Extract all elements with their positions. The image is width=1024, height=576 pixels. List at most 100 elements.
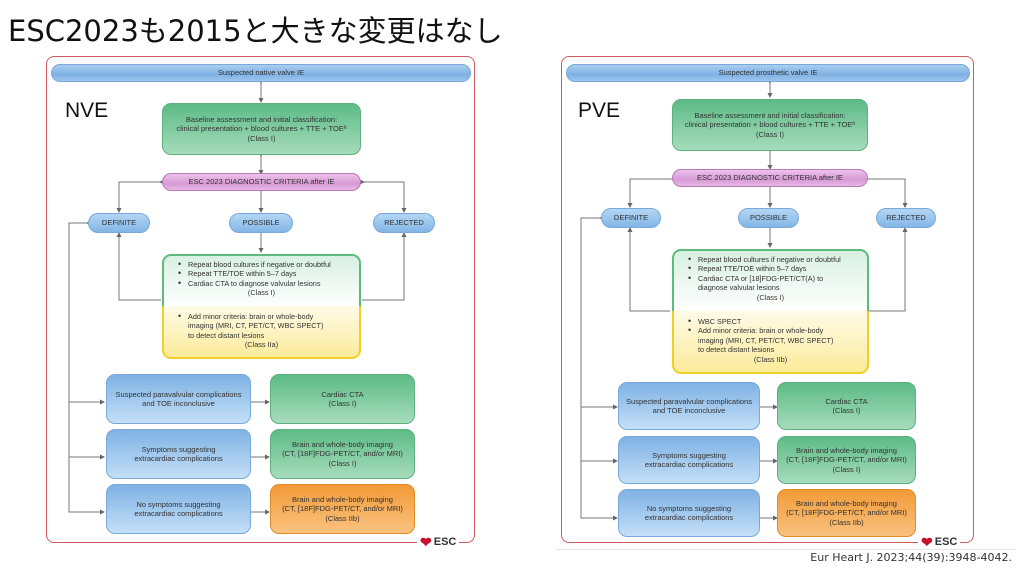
node-text: DEFINITE: [613, 213, 649, 223]
nve-flowchart-panel: NVE Suspected native valve IE Baseline a…: [46, 56, 475, 549]
node-text: Cardiac CTA: [321, 389, 364, 399]
class-label: (Class IIa): [244, 340, 279, 350]
node-text: Suspected prosthetic valve IE: [718, 68, 818, 78]
pve-connector-lines: [580, 79, 908, 521]
imaging-class-i-node: Brain and whole-body imaging (CT, [18F]F…: [270, 429, 415, 479]
bullet-item: Cardiac CTA or [18]FDG-PET/CT(A) to: [688, 273, 867, 285]
possible-workup-node: Repeat blood cultures if negative or dou…: [672, 249, 869, 374]
no-extracardiac-symptoms-node: No symptoms suggesting extracardiac comp…: [618, 489, 760, 537]
class-label: (Class I): [832, 406, 861, 415]
heart-icon: ❤: [420, 534, 432, 550]
node-text: extracardiac complications: [134, 454, 223, 463]
bullet-item: WBC SPECT: [688, 316, 867, 328]
repeat-tests-section: Repeat blood cultures if negative or dou…: [672, 249, 869, 311]
bullet-continuation: to detect distant lesions: [188, 330, 265, 340]
node-text: extracardiac complications: [644, 460, 734, 469]
definite-node: DEFINITE: [601, 208, 661, 228]
node-text: POSSIBLE: [749, 213, 788, 223]
node-text: Brain and whole-body imaging: [796, 445, 897, 455]
heart-icon: ❤: [921, 534, 933, 550]
possible-workup-node: Repeat blood cultures if negative or dou…: [162, 254, 361, 359]
citation: Eur Heart J. 2023;44(39):3948-4042.: [810, 551, 1012, 564]
citation-divider: [556, 549, 1016, 550]
node-text: Suspected paravalvular complications: [115, 389, 242, 399]
esc-logo: ❤ ESC: [918, 534, 961, 550]
class-label: (Class I): [832, 464, 861, 474]
node-text: extracardiac complications: [644, 513, 734, 522]
class-label: (Class IIb): [829, 517, 864, 527]
suspected-prosthetic-valve-ie-node: Suspected prosthetic valve IE: [566, 64, 970, 82]
imaging-class-i-node: Brain and whole-body imaging (CT, [18F]F…: [777, 436, 916, 484]
node-text: Suspected paravalvular complications: [626, 396, 752, 406]
no-extracardiac-symptoms-node: No symptoms suggesting extracardiac comp…: [106, 484, 251, 534]
extracardiac-symptoms-node: Symptoms suggesting extracardiac complic…: [618, 436, 760, 484]
node-text: No symptoms suggesting: [136, 499, 221, 509]
node-text: Symptoms suggesting: [141, 444, 216, 454]
class-label: (Class IIb): [325, 513, 360, 523]
rejected-node: REJECTED: [373, 213, 435, 233]
paravalvular-complications-node: Suspected paravalvular complications and…: [618, 382, 760, 430]
baseline-assessment-node: Baseline assessment and initial classifi…: [162, 103, 361, 155]
bullet-continuation: to detect distant lesions: [698, 345, 775, 355]
repeat-tests-section: Repeat blood cultures if negative or dou…: [162, 254, 361, 306]
esc-logo: ❤ ESC: [417, 534, 460, 550]
node-text: and TOE inconclusive: [652, 406, 726, 415]
bullet-continuation: diagnose valvular lesions: [698, 283, 780, 293]
bullet-item: Cardiac CTA to diagnose valvular lesions: [178, 278, 359, 290]
imaging-class-iib-node: Brain and whole-body imaging (CT, [18F]F…: [777, 489, 916, 537]
node-text: Brain and whole-body imaging: [292, 439, 393, 449]
esc-logo-text: ESC: [934, 536, 958, 548]
node-text: (CT, [18F]FDG-PET/CT, and/or MRI): [282, 449, 403, 459]
imaging-class-iib-node: Brain and whole-body imaging (CT, [18F]F…: [270, 484, 415, 534]
node-text: Cardiac CTA: [825, 396, 868, 406]
bullet-item: Add minor criteria: brain or whole-body: [178, 311, 359, 323]
minor-criteria-section: Add minor criteria: brain or whole-body …: [162, 306, 361, 359]
node-text: Brain and whole-body imaging: [292, 494, 393, 504]
node-text: DEFINITE: [101, 218, 137, 228]
bullet-item: Add minor criteria: brain or whole-body: [688, 325, 867, 337]
slide-title: ESC2023も2015と大きな変更はなし: [8, 14, 503, 48]
class-label: (Class I): [328, 458, 357, 468]
node-text: No symptoms suggesting: [646, 503, 732, 513]
node-text: Symptoms suggesting: [652, 450, 726, 460]
class-label: (Class I): [247, 288, 276, 298]
cardiac-cta-node: Cardiac CTA (Class I): [777, 382, 916, 430]
node-text: Suspected native valve IE: [217, 68, 305, 78]
extracardiac-symptoms-node: Symptoms suggesting extracardiac complic…: [106, 429, 251, 479]
possible-node: POSSIBLE: [229, 213, 293, 233]
esc-logo-text: ESC: [433, 536, 457, 548]
baseline-assessment-node: Baseline assessment and initial classifi…: [672, 99, 868, 151]
bullet-continuation: imaging (MRI, CT, PET/CT, WBC SPECT): [188, 321, 324, 331]
node-text: ESC 2023 DIAGNOSTIC CRITERIA after IE: [697, 173, 843, 183]
diagnostic-criteria-node: ESC 2023 DIAGNOSTIC CRITERIA after IE: [162, 173, 361, 191]
definite-node: DEFINITE: [88, 213, 150, 233]
class-label: (Class I): [247, 133, 276, 143]
bullet-item: Repeat TTE/TOE within 5–7 days: [688, 263, 867, 275]
node-text: (CT, [18F]FDG-PET/CT, and/or MRI): [786, 508, 907, 518]
minor-criteria-section: WBC SPECT Add minor criteria: brain or w…: [672, 311, 869, 374]
node-text: clinical presentation + blood cultures +…: [684, 120, 856, 130]
nve-connector-lines: [68, 79, 407, 515]
pve-flowchart-panel: PVE Suspected prosthetic valve IE Baseli…: [561, 56, 974, 549]
class-label: (Class I): [328, 399, 357, 408]
cardiac-cta-node: Cardiac CTA (Class I): [270, 374, 415, 424]
node-text: (CT, [18F]FDG-PET/CT, and/or MRI): [786, 455, 907, 465]
paravalvular-complications-node: Suspected paravalvular complications and…: [106, 374, 251, 424]
diagnostic-criteria-node: ESC 2023 DIAGNOSTIC CRITERIA after IE: [672, 169, 868, 187]
class-label: (Class I): [756, 292, 785, 302]
node-text: REJECTED: [886, 213, 926, 223]
node-text: Baseline assessment and initial classifi…: [185, 114, 338, 124]
node-text: clinical presentation + blood cultures +…: [176, 124, 347, 134]
node-text: extracardiac complications: [134, 509, 223, 518]
bullet-item: Repeat blood cultures if negative or dou…: [688, 254, 867, 266]
class-label: (Class I): [756, 129, 784, 139]
bullet-item: Repeat TTE/TOE within 5–7 days: [178, 268, 359, 280]
node-text: (CT, [18F]FDG-PET/CT, and/or MRI): [282, 504, 403, 514]
node-text: REJECTED: [384, 218, 424, 228]
suspected-native-valve-ie-node: Suspected native valve IE: [51, 64, 471, 82]
node-text: POSSIBLE: [242, 218, 280, 228]
class-label: (Class IIb): [753, 354, 788, 364]
rejected-node: REJECTED: [876, 208, 936, 228]
nve-label: NVE: [65, 99, 109, 122]
bullet-item: Repeat blood cultures if negative or dou…: [178, 259, 359, 271]
